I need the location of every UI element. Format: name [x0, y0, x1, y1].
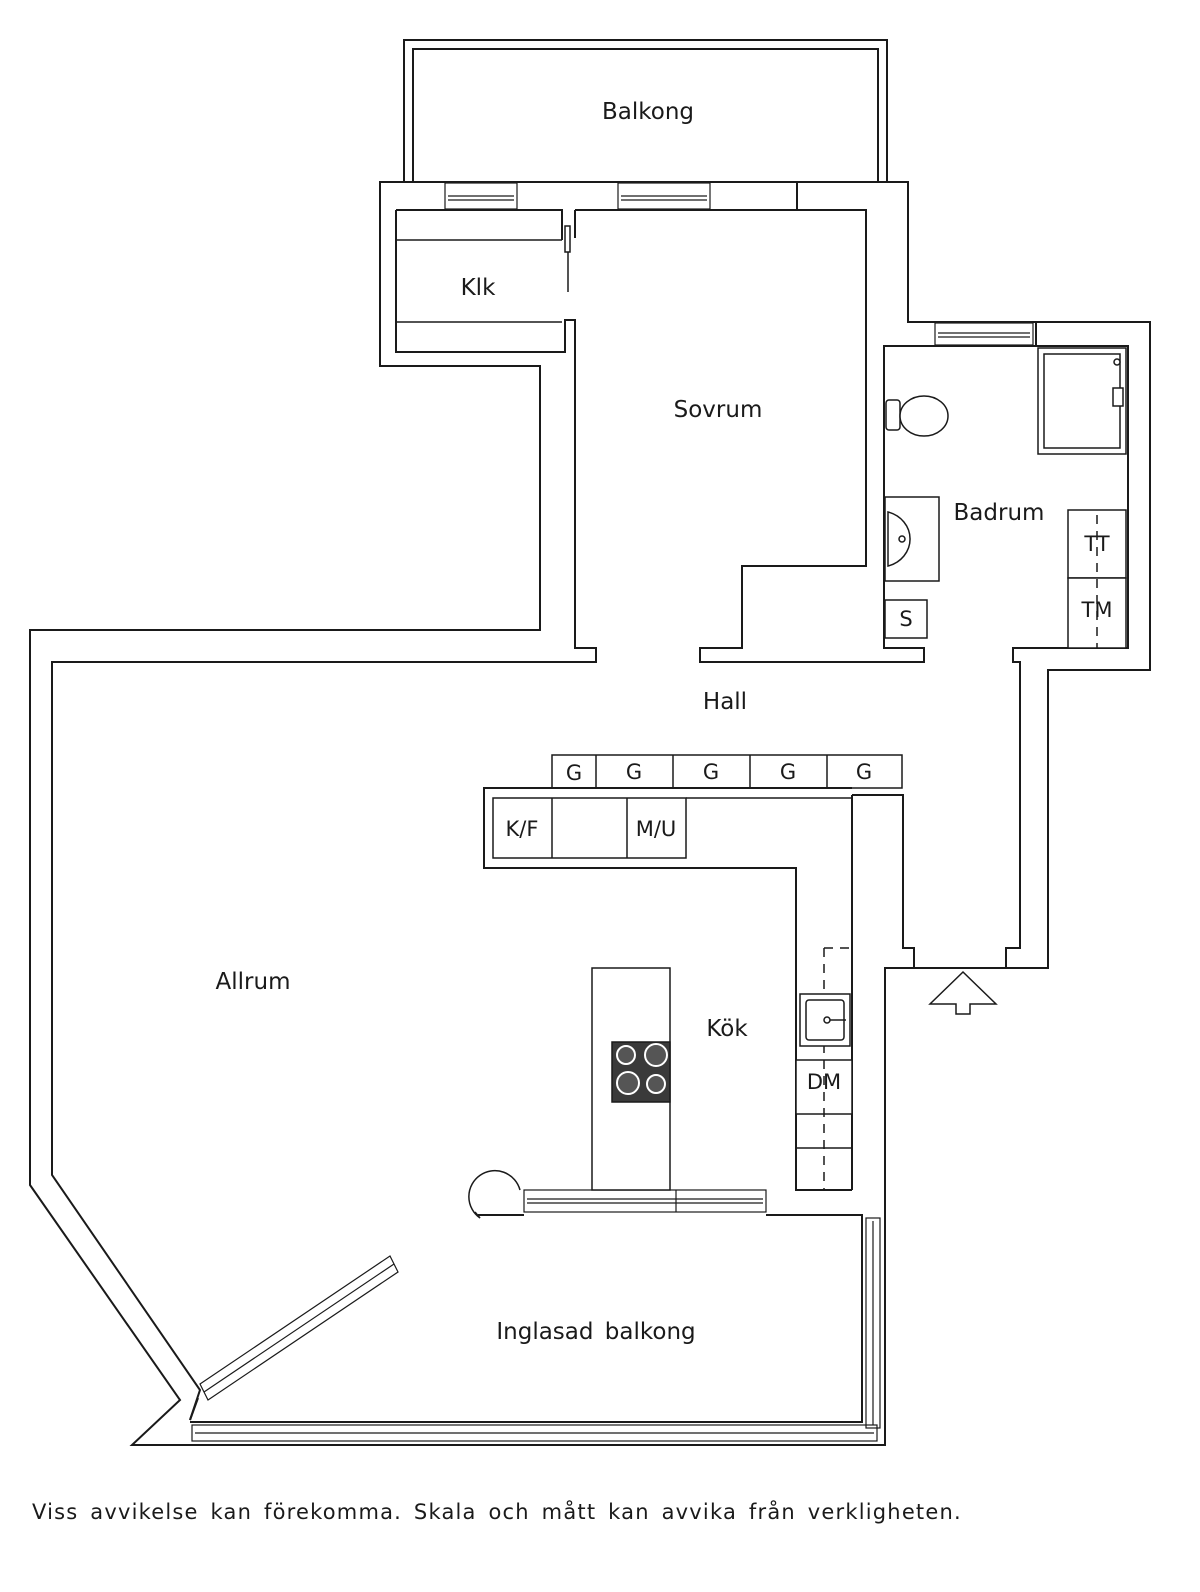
label-mu: M/U [636, 817, 677, 841]
label-balkong: Balkong [602, 99, 694, 125]
label-g3: G [703, 760, 719, 784]
shower-icon [1037, 347, 1127, 455]
label-allrum: Allrum [216, 969, 291, 995]
door-swing [468, 1169, 521, 1219]
label-g5: G [856, 760, 872, 784]
exterior-walls [29, 181, 1151, 1446]
label-sovrum: Sovrum [674, 397, 763, 423]
label-s: S [899, 607, 912, 631]
balkong-area [403, 39, 888, 183]
washbasin-icon [884, 496, 940, 582]
wardrobe-row [551, 754, 903, 789]
entrance-arrow-icon [928, 970, 998, 1015]
klk-shelves [396, 225, 571, 323]
disclaimer-caption: Viss avvikelse kan förekomma. Skala och … [32, 1500, 962, 1524]
toilet-icon [885, 395, 949, 437]
label-tm: TM [1081, 598, 1113, 622]
label-badrum: Badrum [954, 500, 1045, 526]
inglasad-balkong-area [189, 1214, 863, 1423]
stove-icon [611, 1041, 671, 1103]
label-klk: Klk [461, 275, 496, 301]
label-hall: Hall [703, 689, 747, 715]
sink-icon [799, 993, 851, 1047]
label-dm: DM [807, 1070, 841, 1094]
label-g1: G [566, 761, 582, 785]
label-tt: TT [1083, 532, 1109, 556]
label-kok: Kök [706, 1016, 748, 1042]
kitchen-counter [483, 787, 853, 1191]
windows [191, 182, 1034, 1442]
label-kf: K/F [506, 817, 539, 841]
label-g4: G [780, 760, 796, 784]
label-g2: G [626, 760, 642, 784]
label-inglasad-balkong: Inglasad balkong [496, 1319, 695, 1345]
s-cabinet [884, 599, 928, 639]
